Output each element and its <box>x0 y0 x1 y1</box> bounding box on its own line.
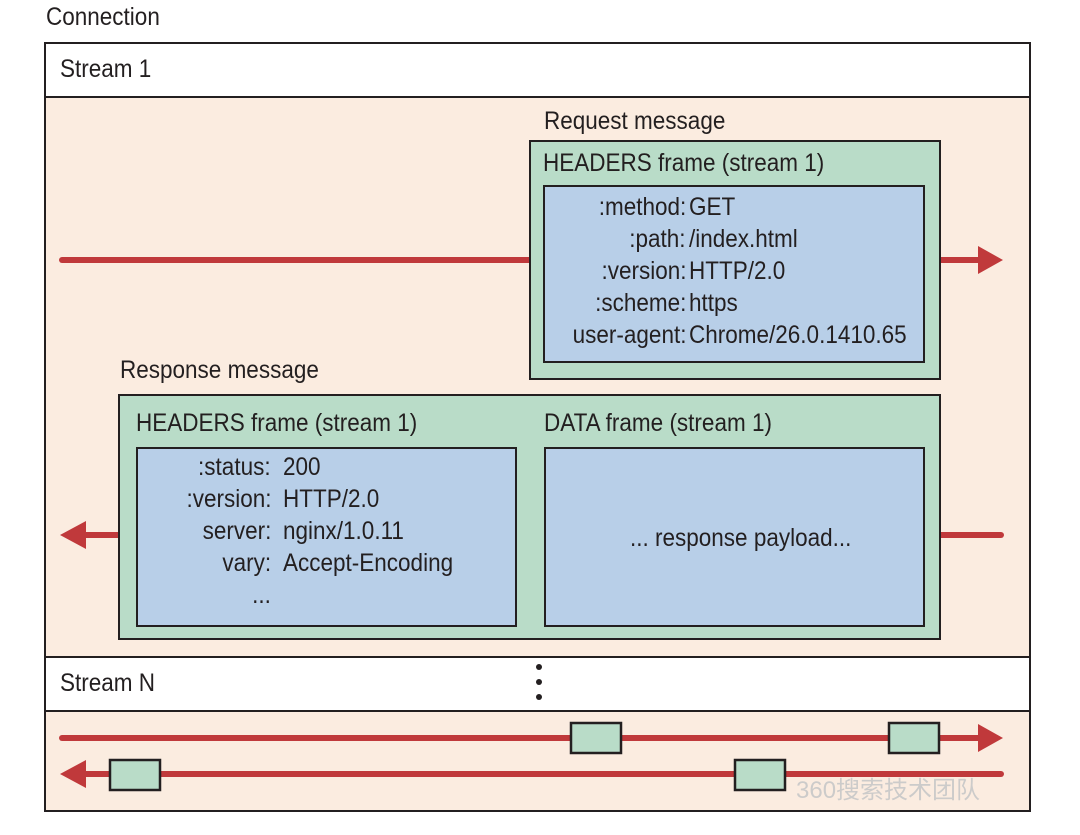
data-payload-text: ... response payload... <box>630 524 852 552</box>
response-field-value: HTTP/2.0 <box>283 485 380 513</box>
request-field-key: user-agent: <box>572 321 686 349</box>
connection-label: Connection <box>46 3 160 31</box>
request-field-key: :method: <box>598 193 686 221</box>
response-fields-box: :status: 200 :version: HTTP/2.0 server: … <box>136 447 517 627</box>
request-field-value: HTTP/2.0 <box>689 257 786 285</box>
response-headers-frame-title: HEADERS frame (stream 1) <box>136 409 418 437</box>
request-field-key: :path: <box>629 225 686 253</box>
request-message-title: Request message <box>544 107 726 135</box>
streamn-frame <box>108 758 162 792</box>
stream-1-header: Stream 1 <box>44 42 1031 98</box>
stream-n-body <box>44 710 1031 812</box>
response-field-value: nginx/1.0.11 <box>283 517 404 545</box>
request-field-key: :scheme: <box>594 289 686 317</box>
request-field-key: :version: <box>600 257 686 285</box>
response-arrow-head <box>60 521 86 549</box>
response-field-value: Accept-Encoding <box>283 549 454 577</box>
response-field-ellipsis: ... <box>252 581 271 609</box>
request-field-value: Chrome/26.0.1410.65 <box>689 321 907 349</box>
watermark: 360搜索技术团队 <box>796 777 981 804</box>
request-arrow-head <box>978 246 1003 274</box>
request-headers-frame-title: HEADERS frame (stream 1) <box>543 149 825 177</box>
streamn-arrow-bottom-head <box>60 760 86 788</box>
response-field-value: 200 <box>283 453 321 481</box>
response-frames: HEADERS frame (stream 1) DATA frame (str… <box>118 394 941 640</box>
response-field-key: :status: <box>198 453 271 481</box>
streamn-frame <box>569 721 623 755</box>
data-payload-box: ... response payload... <box>544 447 925 627</box>
response-message-title: Response message <box>120 356 319 384</box>
response-field-key: :version: <box>185 485 271 513</box>
data-frame-title: DATA frame (stream 1) <box>544 409 772 437</box>
streamn-arrow-top-head <box>978 724 1003 752</box>
response-field-key: vary: <box>222 549 271 577</box>
stream-1-label: Stream 1 <box>60 55 152 83</box>
stream-n-label: Stream N <box>60 669 156 697</box>
request-headers-frame: HEADERS frame (stream 1) :method: GET :p… <box>529 140 941 380</box>
streamn-frame <box>887 721 941 755</box>
streamn-frame <box>733 758 787 792</box>
response-field-key: server: <box>202 517 271 545</box>
request-field-value: /index.html <box>689 225 798 253</box>
request-fields-box: :method: GET :path: /index.html :version… <box>543 185 925 363</box>
request-field-value: GET <box>689 193 736 221</box>
request-field-value: https <box>689 289 738 317</box>
